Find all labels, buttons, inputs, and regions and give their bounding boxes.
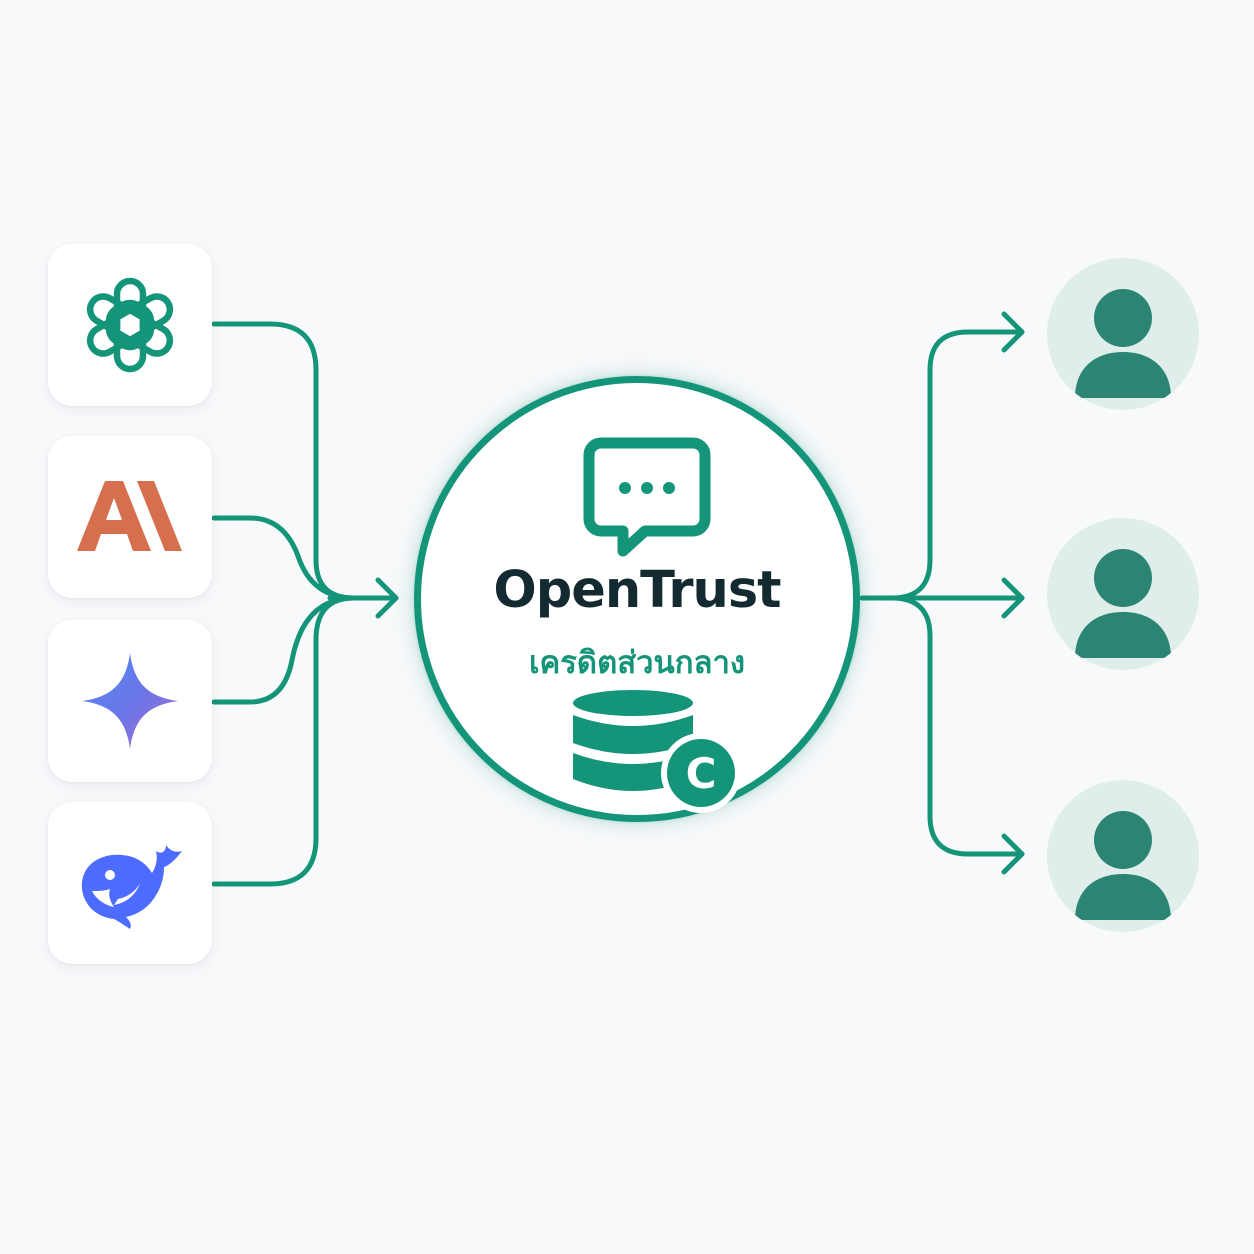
line-hub-to-user-3 xyxy=(889,595,1025,857)
provider-card-anthropic xyxy=(48,436,212,598)
user-avatar-2 xyxy=(1047,518,1199,670)
hub-title: OpenTrust xyxy=(493,561,781,620)
user-icon xyxy=(1075,811,1171,920)
anthropic-ai-logo xyxy=(77,481,182,551)
openai-knot-icon xyxy=(86,277,174,373)
opentrust-hub: OpenTrust เครดิตส่วนกลาง C xyxy=(414,376,860,822)
database-credit-icon: C xyxy=(573,690,741,813)
gemini-sparkle-icon xyxy=(82,653,178,749)
user-icon xyxy=(1075,289,1171,398)
line-gemini-to-hub xyxy=(211,595,357,705)
arrowhead-into-hub xyxy=(375,577,399,619)
arrowhead-user-3 xyxy=(1001,833,1025,875)
line-deepseek-to-hub xyxy=(211,595,357,887)
line-anthropic-to-hub xyxy=(211,515,357,601)
user-avatar-1 xyxy=(1047,258,1199,410)
provider-card-gemini xyxy=(48,620,212,782)
user-icon xyxy=(1075,549,1171,658)
provider-card-openai xyxy=(48,244,212,406)
line-openai-to-hub xyxy=(211,321,357,601)
arrowhead-user-2 xyxy=(1001,577,1025,619)
line-hub-to-user-1 xyxy=(889,329,1025,601)
hub-subtitle: เครดิตส่วนกลาง xyxy=(528,645,746,681)
provider-card-deepseek xyxy=(48,802,212,964)
user-avatar-3 xyxy=(1047,780,1199,932)
credit-badge-letter: C xyxy=(686,749,717,798)
chat-bubble-icon xyxy=(583,437,711,557)
arrowhead-user-1 xyxy=(1001,311,1025,353)
deepseek-whale-icon xyxy=(81,845,182,929)
